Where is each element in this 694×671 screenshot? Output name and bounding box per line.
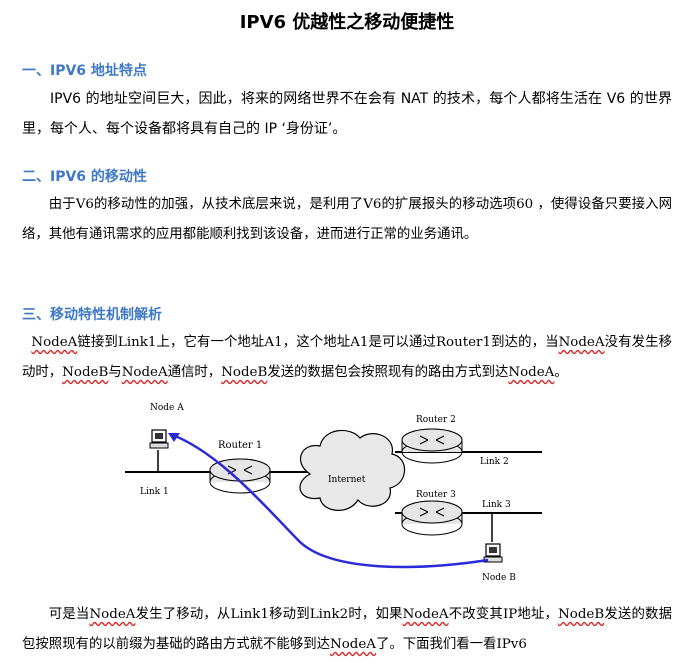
router3: Router 3 (401, 490, 463, 536)
node-b-computer: Node B (482, 543, 516, 583)
text-span: 没有发生移动时， (22, 335, 672, 380)
router3-label: Router 3 (416, 490, 456, 500)
term-nodea: NodeA (89, 607, 136, 622)
section-body-address: IPV6 的地址空间巨大，因此，将来的网络世界不在会有 NAT 的技术，每个人都… (22, 91, 672, 137)
link3-label: Link 3 (482, 500, 511, 510)
term-nodea: NodeA (402, 607, 449, 622)
link2-label: Link 2 (480, 457, 509, 467)
movement-path (169, 432, 489, 569)
text-span: 发送的数据包会按照现有的路由方式到达 (267, 365, 509, 380)
network-diagram: Internet Router 1 Router 2 (125, 403, 542, 583)
internet-label: Internet (328, 475, 366, 485)
term-nodea: NodeA (558, 335, 605, 350)
text-span: 。 (554, 365, 568, 380)
text-span: 链接到Link1上，它有一个地址A1，这个地址A1是可以通过Router1到达的… (77, 335, 559, 350)
term-nodea: NodeA (329, 637, 376, 652)
section-heading-mechanism: 三、移动特性机制解析 (22, 307, 162, 323)
text-span: 可是当 (48, 607, 90, 622)
section-body-mechanism: NodeA链接到Link1上，它有一个地址A1，这个地址A1是可以通过Route… (22, 328, 672, 388)
text-span: 与 (108, 365, 122, 380)
node-a-label: Node A (150, 403, 184, 413)
link1-label: Link 1 (140, 487, 169, 497)
text-span: 发送的数据包按照现有的以前缀为基础的路由方式就不能够到达 (22, 607, 672, 652)
router1: Router 1 (209, 440, 271, 494)
closing-paragraph: 可是当NodeA发生了移动，从Link1移动到Link2时，如果NodeA不改变… (22, 600, 672, 660)
router1-label: Router 1 (218, 440, 262, 451)
term-nodea: NodeA (508, 365, 555, 380)
term-nodeb: NodeB (62, 365, 109, 380)
router2: Router 2 (401, 415, 463, 464)
text-span: 不改变其IP地址， (448, 607, 559, 622)
section-heading-address: 一、IPV6 地址特点 (22, 63, 147, 79)
term-nodeb: NodeB (221, 365, 268, 380)
section-body-mobility: 由于V6的移动性的加强，从技术底层来说，是利用了V6的扩展报头的移动选项60 ，… (22, 197, 672, 242)
document-title: IPV6 优越性之移动便捷性 (239, 12, 455, 33)
router2-label: Router 2 (416, 415, 456, 425)
term-nodea: NodeA (121, 365, 168, 380)
text-span: 发生了移动，从Link1移动到Link2时，如果 (135, 607, 403, 622)
internet-cloud: Internet (299, 429, 406, 511)
node-a-computer: Node A (149, 403, 184, 449)
node-b-label: Node B (482, 573, 516, 583)
section-heading-mobility: 二、IPV6 的移动性 (22, 169, 147, 185)
term-nodea: NodeA (31, 335, 78, 350)
text-span: 了。下面我们看一看IPv6 (375, 637, 527, 652)
movement-arrowhead (168, 433, 180, 442)
text-span: 通信时， (167, 365, 222, 380)
term-nodeb: NodeB (558, 607, 605, 622)
